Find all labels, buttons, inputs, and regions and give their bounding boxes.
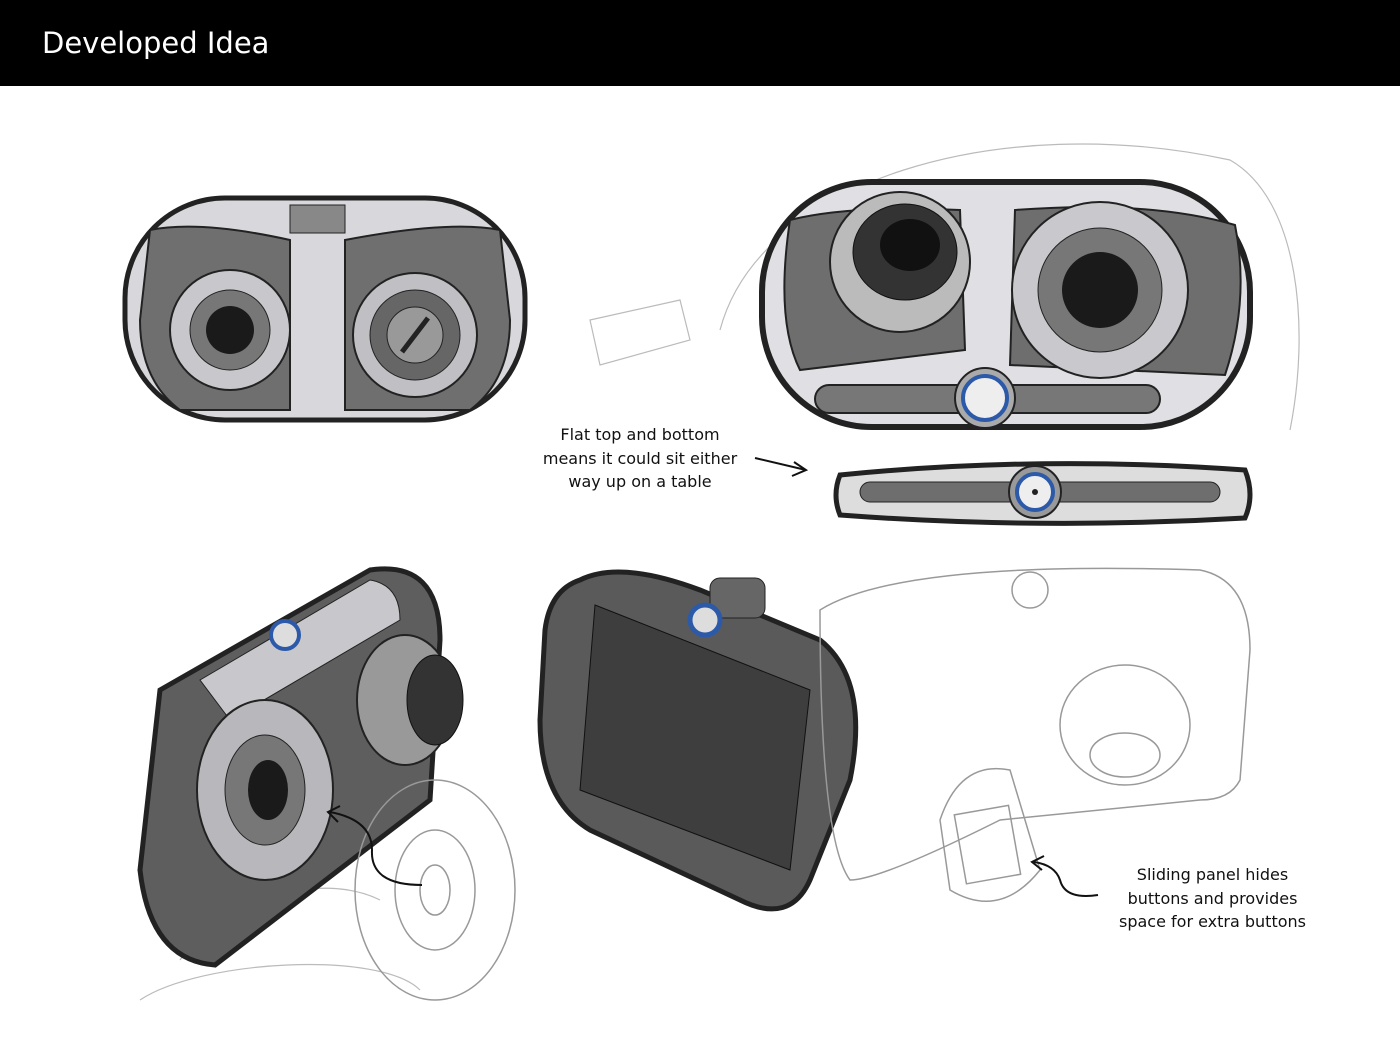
camera-top-side-view [833, 461, 1253, 526]
annotation-line: buttons and provides [1127, 888, 1298, 908]
camera-back-screen-view [537, 569, 859, 912]
arrow-icon [329, 811, 423, 886]
slide-title: Developed Idea [42, 26, 270, 60]
annotation-line: space for extra buttons [1119, 912, 1306, 931]
camera-front-view [122, 195, 528, 423]
annotation-line: Sliding panel hides [1136, 865, 1289, 884]
sliding-panel-pencil-sketch [354, 567, 1251, 1001]
annotation-arrows [326, 457, 1099, 897]
arrow-icon [754, 457, 807, 471]
slide-header: Developed Idea [0, 0, 1400, 86]
annotation-line: Flat top and bottom [560, 425, 720, 444]
annotation-flat-top: Flat top and bottom means it could sit e… [530, 423, 750, 494]
annotation-line: means it could sit either [542, 448, 738, 468]
camera-sketches [122, 143, 1300, 1001]
annotation-line: way up on a table [568, 472, 712, 491]
camera-perspective-front [759, 179, 1253, 430]
camera-angled-front-view [137, 566, 464, 968]
annotation-sliding-panel: Sliding panel hides buttons and provides… [1105, 863, 1320, 934]
arrow-icon [1033, 861, 1099, 897]
